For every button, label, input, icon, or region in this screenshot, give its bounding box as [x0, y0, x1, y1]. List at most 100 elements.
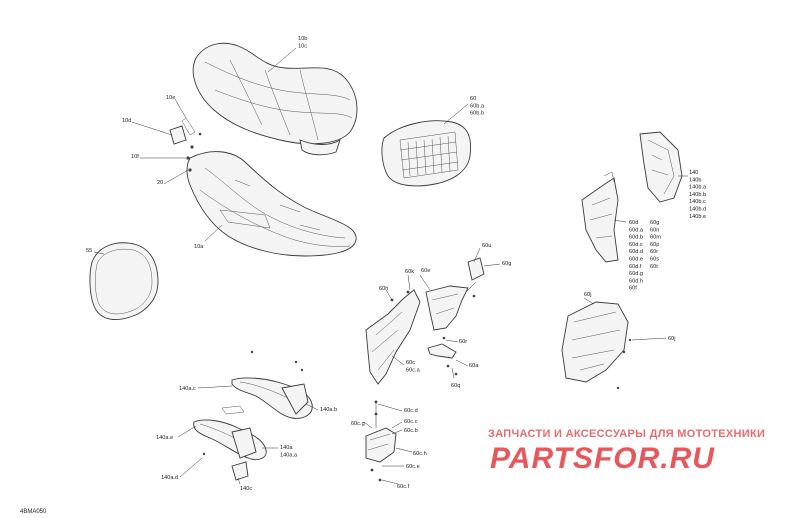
- small-bracket-drawing: [427, 336, 458, 376]
- callout-line: 140b.e: [689, 214, 706, 220]
- callout-line: 60b.b: [470, 111, 484, 117]
- callout-line: 60d.c: [629, 242, 643, 248]
- callout-line: 60d.h: [629, 278, 643, 284]
- callout-line: 60u: [482, 243, 491, 249]
- callout-line: 140a: [280, 445, 293, 451]
- callout-line: 60j: [584, 292, 591, 298]
- backrest-panel-drawing: [561, 301, 632, 390]
- strap-drawing: [89, 242, 159, 320]
- callout-10d: 10d: [122, 118, 131, 124]
- callout-line: 60m: [650, 235, 661, 241]
- callout-line: 140b.d: [689, 207, 706, 213]
- callout-55: 55: [86, 248, 92, 254]
- callout-line: 60k: [405, 269, 414, 275]
- callout-60q: 60q: [451, 383, 460, 389]
- callout-60c-d: 60c.d: [404, 408, 418, 414]
- callout-60c-c: 60c.c: [404, 419, 418, 425]
- callout-line: 60t: [650, 264, 658, 270]
- callout-line: 10a: [194, 244, 204, 250]
- callout-60g-b: 60g: [502, 261, 511, 267]
- callout-line: 60r: [650, 249, 658, 255]
- mid-bracket-drawing: [581, 171, 619, 263]
- support-bracket-drawing: [425, 285, 476, 331]
- callout-line: 140b.b: [689, 192, 706, 198]
- callout-line: 140a.d: [161, 475, 178, 481]
- callout-line: 60c.c: [404, 419, 418, 425]
- callout-line: 60j: [668, 336, 675, 342]
- callout-60u: 60u: [482, 243, 491, 249]
- callout-60c-e: 60c.e: [406, 464, 420, 470]
- cover-plate-drawing: [467, 257, 485, 281]
- side-panel-drawing: [639, 131, 683, 203]
- callout-line: 60q: [451, 383, 460, 389]
- callout-line: 60: [470, 96, 476, 102]
- frame-bracket-drawing: [365, 289, 421, 385]
- callout-10a: 10a: [194, 244, 204, 250]
- callout-line: 60d.b: [629, 235, 643, 241]
- callout-140a-e: 140a.e: [156, 435, 173, 441]
- callout-line: 10d: [122, 118, 131, 124]
- callout-line: 140a.c: [179, 386, 196, 392]
- callout-line: 60f: [629, 286, 637, 292]
- callout-line: 60r: [459, 339, 467, 345]
- callout-60c-g: 60c.g: [351, 421, 365, 427]
- callout-line: 10f: [131, 154, 139, 160]
- callout-line: 60a: [469, 363, 479, 369]
- callout-line: 60c.b: [404, 428, 418, 434]
- callout-line: 140c: [240, 486, 252, 492]
- callout-line: 60c.a: [406, 367, 421, 373]
- callout-line: 60d.a: [629, 227, 644, 233]
- callout-line: 60g: [650, 220, 659, 226]
- callout-10e: 10e: [166, 95, 175, 101]
- callout-line: 60s: [650, 257, 659, 263]
- callout-line: 20: [157, 180, 163, 186]
- callout-line: 10b: [298, 36, 307, 42]
- callout-line: 60p: [650, 242, 659, 248]
- seat-drawing: [192, 42, 358, 156]
- callout-60a: 60a: [469, 363, 479, 369]
- callout-line: 60c.g: [351, 421, 365, 427]
- callout-line: 60c.e: [406, 464, 420, 470]
- callout-60j: 60j: [668, 336, 675, 342]
- callout-line: 60c: [406, 360, 415, 366]
- callout-line: 60c.f: [397, 484, 410, 490]
- callout-line: 60d: [629, 220, 638, 226]
- callout-60e: 60e: [421, 268, 430, 274]
- watermark-tagline: ЗАПЧАСТИ И АКСЕССУАРЫ ДЛЯ МОТОТЕХНИКИ: [488, 428, 765, 440]
- callout-60k: 60k: [405, 269, 414, 275]
- callout-10f: 10f: [131, 154, 139, 160]
- callout-60c-f: 60c.f: [397, 484, 410, 490]
- callout-line: 60h: [379, 286, 388, 292]
- callout-line: 140: [689, 170, 698, 176]
- callout-140a-c: 140a.c: [179, 386, 196, 392]
- bag-drawing: [381, 120, 472, 187]
- callout-60h: 60h: [379, 286, 388, 292]
- diagram-code: 4BMA050: [20, 509, 47, 515]
- grab-handle-lower-drawing: [193, 405, 267, 461]
- grab-handle-upper-drawing: [231, 350, 313, 419]
- callout-line: 60d.d: [629, 249, 643, 255]
- callout-line: 140b.c: [689, 199, 706, 205]
- callout-140c: 140c: [240, 486, 252, 492]
- callout-line: 10c: [298, 43, 307, 49]
- callout-line: 55: [86, 248, 92, 254]
- callout-line: 140a.a: [280, 452, 298, 458]
- callout-line: 10e: [166, 95, 175, 101]
- callout-line: 140a.b: [320, 407, 337, 413]
- callout-line: 60b.a: [470, 103, 485, 109]
- callout-line: 60d.f: [629, 264, 642, 270]
- callout-60c-b: 60c.b: [404, 428, 418, 434]
- hinge-hardware-drawing: [169, 117, 202, 172]
- callout-line: 60g: [502, 261, 511, 267]
- callout-60r: 60r: [459, 339, 467, 345]
- callout-line: 60d.e: [629, 257, 643, 263]
- callout-line: 60c.h: [413, 451, 427, 457]
